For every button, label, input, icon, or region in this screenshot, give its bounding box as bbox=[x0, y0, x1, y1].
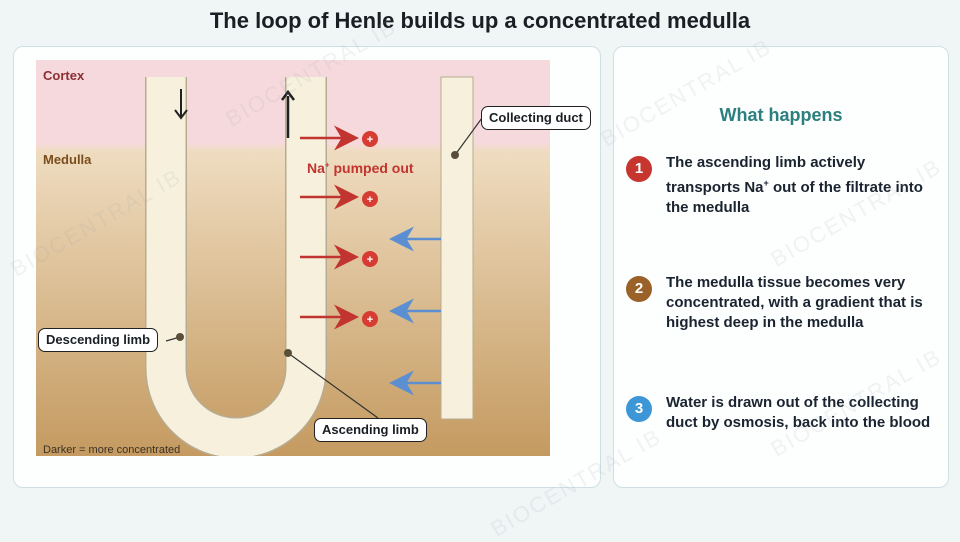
na-arrow: + bbox=[300, 244, 378, 270]
na-ion-sign: + bbox=[367, 254, 373, 266]
na-ion-sign: + bbox=[367, 314, 373, 326]
ascending-limb-callout: Ascending limb bbox=[314, 418, 427, 442]
collecting-duct-callout: Collecting duct bbox=[481, 106, 591, 130]
medulla-label: Medulla bbox=[43, 152, 92, 167]
collecting-duct-leader bbox=[454, 117, 483, 156]
step-text-sup: + bbox=[763, 178, 769, 188]
page-title: The loop of Henle builds up a concentrat… bbox=[209, 8, 751, 33]
loop-of-henle-tube bbox=[146, 77, 326, 456]
descending-limb-callout: Descending limb bbox=[38, 328, 159, 352]
step-text-post: out of the filtrate into the medulla bbox=[666, 179, 923, 216]
na-arrow: + bbox=[300, 125, 378, 151]
step-number-badge: 1 bbox=[626, 156, 652, 182]
collecting-duct bbox=[440, 76, 474, 420]
na-ion-sign: + bbox=[367, 194, 373, 206]
na-label-rest: pumped out bbox=[329, 160, 414, 176]
down-arrow-icon bbox=[174, 89, 188, 120]
up-arrow-icon bbox=[281, 89, 295, 138]
step-number-badge: 2 bbox=[626, 276, 652, 302]
ascending-limb-leader bbox=[287, 352, 379, 419]
na-arrow: + bbox=[300, 184, 378, 210]
na-label-sup: + bbox=[324, 160, 330, 170]
na-ion-sign: + bbox=[367, 134, 373, 146]
na-label-base: Na bbox=[307, 160, 325, 176]
na-pumped-out-label: Na+ pumped out bbox=[307, 160, 414, 176]
step-text-pre: The ascending limb actively transports N… bbox=[666, 154, 866, 196]
what-happens-heading: What happens bbox=[719, 105, 843, 125]
na-arrow: + bbox=[300, 304, 378, 330]
cortex-label: Cortex bbox=[43, 68, 85, 83]
ascending-limb-dot bbox=[284, 349, 292, 357]
descending-limb-dot bbox=[176, 333, 184, 341]
step-text: Water is drawn out of the collecting duc… bbox=[666, 394, 931, 431]
step-number-badge: 3 bbox=[626, 396, 652, 422]
step-text: The ascending limb actively transports N… bbox=[666, 153, 936, 218]
collecting-duct-dot bbox=[451, 151, 459, 159]
gradient-legend-note: Darker = more concentrated bbox=[43, 444, 181, 456]
step-text: The medulla tissue becomes very concentr… bbox=[666, 274, 923, 331]
explanation-panel: What happens 1 The ascending limb active… bbox=[613, 46, 949, 488]
loop-of-henle-diagram: + + + + bbox=[36, 60, 550, 456]
